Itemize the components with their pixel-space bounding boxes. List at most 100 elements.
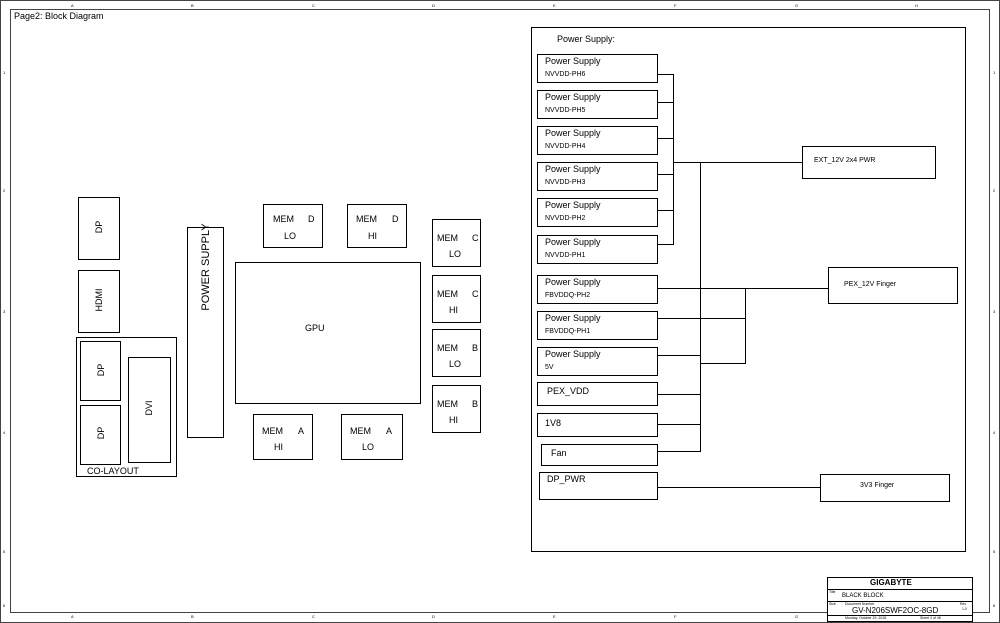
mem-a-lo-ch: A: [386, 426, 393, 436]
colayout-label: CO-LAYOUT: [87, 466, 139, 476]
power-supply-title: Power Supply: [545, 128, 601, 138]
power-supply-rail: NVVDD-PH3: [545, 179, 586, 186]
power-supply-rail: NVVDD-PH1: [545, 252, 586, 259]
row-marker: 3: [993, 309, 996, 314]
fan-box: [541, 444, 658, 466]
row-marker: 2: [3, 188, 6, 193]
wire-1v8: [658, 424, 701, 425]
mem-b-lo-ch: B: [472, 343, 479, 353]
power-supply-title: Power Supply: [545, 313, 601, 323]
mem-c-hi-ch: C: [472, 289, 479, 299]
mem-c-hi: MEM C HI: [432, 275, 481, 323]
dp-pwr-label: DP_PWR: [547, 474, 586, 484]
power-supply-title: Power Supply: [545, 277, 601, 287]
column-marker: E: [553, 3, 556, 8]
tb-line-2: [827, 601, 973, 602]
pex-vdd-label: PEX_VDD: [547, 386, 590, 396]
title-block: [827, 577, 973, 622]
gpu-label: GPU: [305, 323, 325, 333]
column-marker: H: [915, 3, 918, 8]
tb-title-label: Title: [829, 590, 836, 594]
mem-c-hi-l1: MEM: [437, 289, 458, 299]
wire-ph4: [658, 138, 674, 139]
row-marker: 6: [3, 603, 6, 608]
gpu-box: [235, 262, 421, 404]
power-supply-vertical-label: POWER SUPPLY: [200, 223, 212, 311]
wire-fb-ph1: [658, 318, 746, 319]
power-supply-title: Power Supply: [545, 200, 601, 210]
mem-c-lo-ch: C: [472, 233, 479, 243]
hdmi-label: HDMI: [94, 288, 104, 312]
column-marker: C: [312, 3, 315, 8]
wire-bus-a-v: [673, 74, 674, 244]
wire-5v-b: [700, 363, 746, 364]
column-marker: G: [795, 614, 799, 619]
row-marker: 5: [3, 549, 6, 554]
power-supply-title: Power Supply: [545, 164, 601, 174]
column-marker: E: [553, 614, 556, 619]
dp-top-label: DP: [94, 220, 104, 234]
dp-pwr-box: [539, 472, 658, 500]
row-marker: 6: [993, 603, 996, 608]
dp-b-box: [80, 405, 121, 465]
dp-b-label: DP: [96, 426, 106, 440]
wire-ext12v-h: [673, 162, 802, 163]
dp-a-label: DP: [96, 363, 106, 377]
ext-12v-box: [802, 146, 936, 179]
dp-a-box: [80, 341, 121, 401]
mem-b-hi-ch: B: [472, 399, 479, 409]
power-supply-rail: 5V: [545, 364, 554, 371]
column-marker: D: [432, 3, 435, 8]
column-marker: F: [674, 614, 677, 619]
wire-ph5: [658, 102, 674, 103]
mem-d-hi-l2: HI: [368, 231, 377, 241]
v1v8-label: 1V8: [545, 418, 562, 428]
mem-a-lo: MEM A LO: [341, 414, 403, 460]
mem-a-lo-l1: MEM: [350, 426, 371, 436]
power-supply-rail: NVVDD-PH5: [545, 107, 586, 114]
mem-b-lo-l1: MEM: [437, 343, 458, 353]
mem-b-lo-l2: LO: [449, 359, 462, 369]
column-marker: F: [674, 3, 677, 8]
wire-bus-a: [658, 74, 674, 75]
power-header: Power Supply:: [557, 34, 616, 44]
mem-d-lo-l2: LO: [284, 231, 297, 241]
power-supply-title: Power Supply: [545, 237, 601, 247]
wire-ph1: [658, 244, 674, 245]
mem-b-lo: MEM B LO: [432, 329, 481, 377]
row-marker: 5: [993, 549, 996, 554]
wire-pex-vdd: [658, 394, 701, 395]
tb-sheet: Sheet 2 of 46: [920, 616, 941, 620]
mem-b-hi: MEM B HI: [432, 385, 481, 433]
power-supply-title: Power Supply: [545, 92, 601, 102]
mem-d-lo-l1: MEM: [273, 214, 294, 224]
mem-d-hi: MEM D HI: [347, 204, 407, 248]
mem-d-lo: MEM D LO: [263, 204, 323, 248]
v3v3-label: 3V3 Finger: [860, 482, 895, 489]
mem-c-lo: MEM C LO: [432, 219, 481, 267]
row-marker: 1: [3, 70, 6, 75]
column-marker: G: [795, 3, 799, 8]
mem-c-lo-l1: MEM: [437, 233, 458, 243]
power-supply-rail: NVVDD-PH6: [545, 71, 586, 78]
row-marker: 4: [993, 430, 996, 435]
power-supply-rail: FBVDDQ-PH1: [545, 328, 591, 335]
wire-pex12v: [745, 288, 828, 289]
tb-line-1: [827, 589, 973, 590]
tb-rev: 1.0: [962, 607, 967, 611]
tb-title: BLACK BLOCK: [842, 593, 884, 599]
mem-d-hi-ch: D: [392, 214, 399, 224]
dp-top-box: [78, 197, 120, 260]
v1v8-box: [537, 413, 658, 437]
wire-ph3: [658, 174, 674, 175]
mem-a-hi: MEM A HI: [253, 414, 313, 460]
wire-fb-ph2: [658, 288, 746, 289]
mem-d-hi-l1: MEM: [356, 214, 377, 224]
company-name: GIGABYTE: [870, 578, 912, 587]
row-marker: 3: [3, 309, 6, 314]
